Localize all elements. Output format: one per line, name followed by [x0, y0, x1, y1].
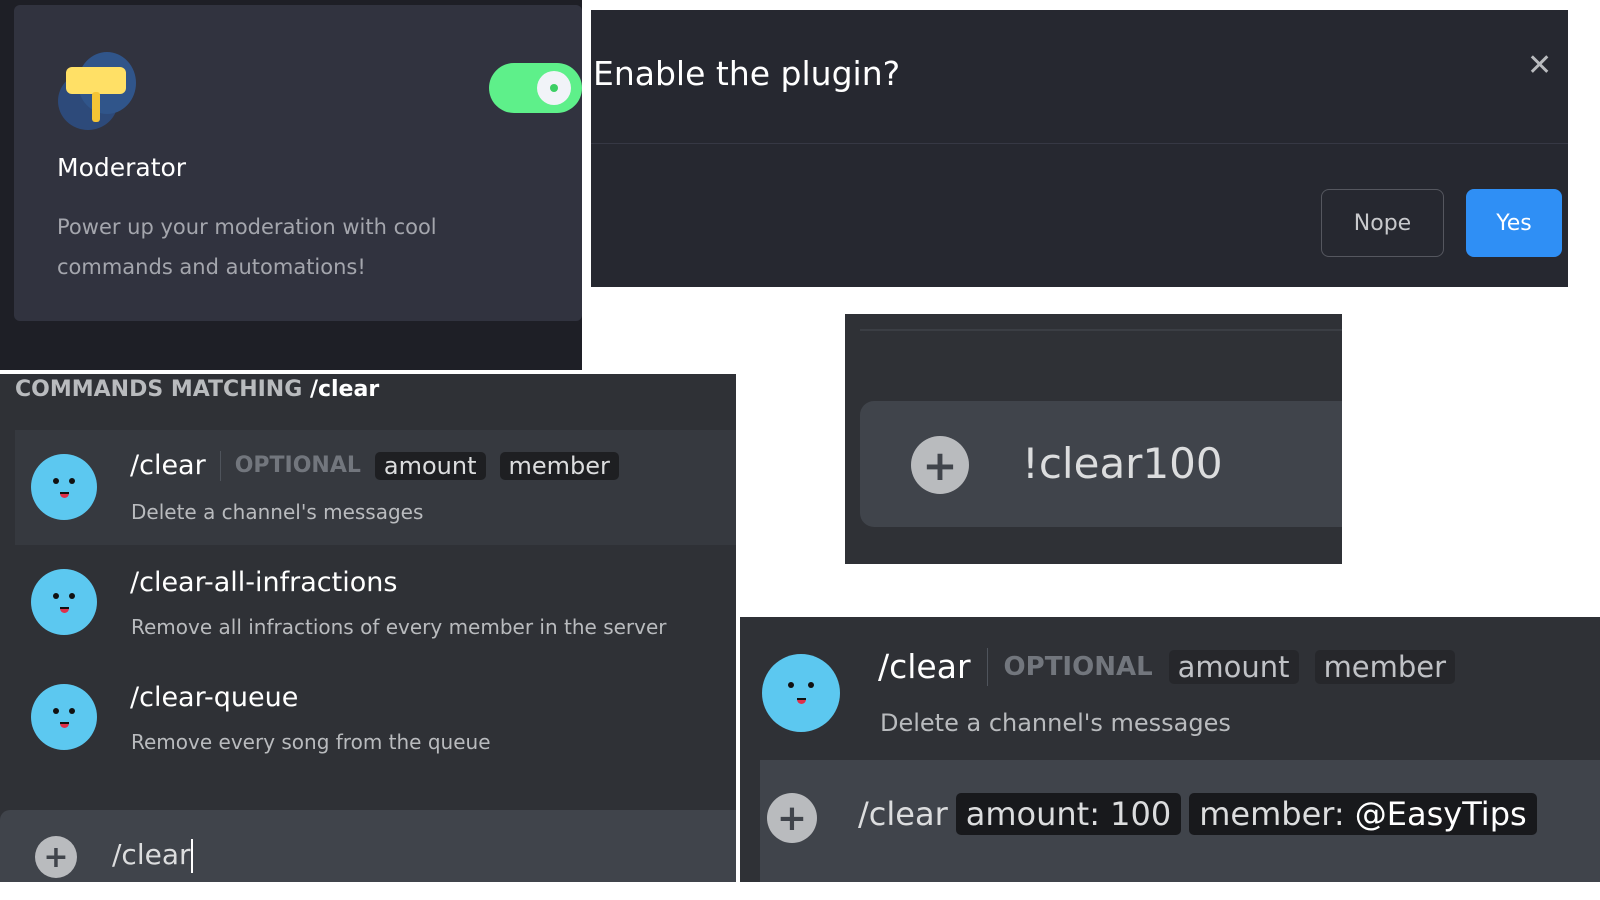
command-description: Remove all infractions of every member i…	[131, 615, 667, 639]
text-cursor	[190, 839, 193, 873]
option-value: 100	[1110, 795, 1172, 833]
nope-button[interactable]: Nope	[1321, 189, 1444, 257]
divider	[219, 450, 221, 481]
filled-command-panel: /clear OPTIONAL amount member Delete a c…	[740, 617, 1600, 882]
command-autocomplete: COMMANDS MATCHING /clear /clear OPTIONAL…	[0, 374, 736, 882]
command-description: Delete a channel's messages	[880, 709, 1231, 737]
divider	[860, 329, 1342, 331]
enable-plugin-modal: Enable the plugin? ✕ Nope Yes	[591, 10, 1568, 287]
param-tag: amount	[1168, 649, 1299, 684]
command-name: /clear	[878, 647, 971, 686]
input-value: /clear	[112, 838, 191, 871]
close-icon[interactable]: ✕	[1527, 48, 1553, 83]
description-line: commands and automations!	[57, 255, 366, 279]
add-attachment-icon[interactable]: +	[767, 793, 817, 843]
hammer-icon	[58, 52, 138, 132]
input-text: /clear	[112, 838, 193, 873]
param-tag: amount	[374, 451, 486, 480]
param-tag: member	[499, 451, 619, 480]
command-name: /clear-all-infractions	[130, 567, 398, 598]
plugin-toggle[interactable]	[489, 63, 582, 113]
bot-avatar	[31, 454, 97, 520]
bot-avatar	[31, 569, 97, 635]
optional-label: OPTIONAL	[1003, 651, 1153, 682]
legacy-command-panel: + !clear100	[845, 314, 1342, 564]
divider	[986, 647, 988, 686]
add-attachment-icon[interactable]: +	[911, 436, 969, 494]
bot-avatar	[762, 654, 840, 732]
optional-label: OPTIONAL	[234, 453, 361, 478]
header-query: /clear	[309, 377, 380, 402]
plugin-title: Moderator	[57, 153, 187, 182]
command-name: /clear-queue	[130, 682, 299, 713]
amount-option[interactable]: amount: 100	[955, 793, 1182, 835]
input-text: !clear100	[1022, 439, 1223, 488]
command-option[interactable]: /clear OPTIONAL amount member Delete a c…	[15, 430, 736, 545]
command-option[interactable]: /clear-all-infractions Remove all infrac…	[15, 545, 736, 660]
plugin-description: Power up your moderation with cool comma…	[57, 207, 437, 287]
param-tag: member	[1314, 649, 1456, 684]
plugin-card: Moderator Power up your moderation with …	[14, 5, 582, 321]
input-command: /clear	[858, 795, 948, 833]
option-label: amount:	[965, 795, 1100, 833]
command-name: /clear	[130, 450, 206, 481]
header-prefix: COMMANDS MATCHING	[15, 377, 310, 402]
message-input[interactable]: + !clear100	[860, 401, 1342, 527]
command-description: Delete a channel's messages	[131, 500, 424, 524]
option-value: @EasyTips	[1354, 795, 1527, 833]
description-line: Power up your moderation with cool	[57, 215, 437, 239]
modal-title: Enable the plugin?	[593, 54, 901, 93]
yes-button[interactable]: Yes	[1466, 189, 1562, 257]
autocomplete-header: COMMANDS MATCHING /clear	[15, 377, 379, 402]
bot-avatar	[31, 684, 97, 750]
plugin-panel: Moderator Power up your moderation with …	[0, 0, 582, 370]
command-description: Remove every song from the queue	[131, 730, 491, 754]
add-attachment-icon[interactable]: +	[35, 836, 77, 878]
command-option[interactable]: /clear-queue Remove every song from the …	[15, 660, 736, 775]
message-input[interactable]: + /clear	[0, 810, 736, 882]
divider	[591, 143, 1568, 144]
message-input[interactable]: + /clear amount: 100 member: @EasyTips	[760, 760, 1600, 882]
option-label: member:	[1199, 795, 1345, 833]
member-option[interactable]: member: @EasyTips	[1189, 793, 1537, 835]
